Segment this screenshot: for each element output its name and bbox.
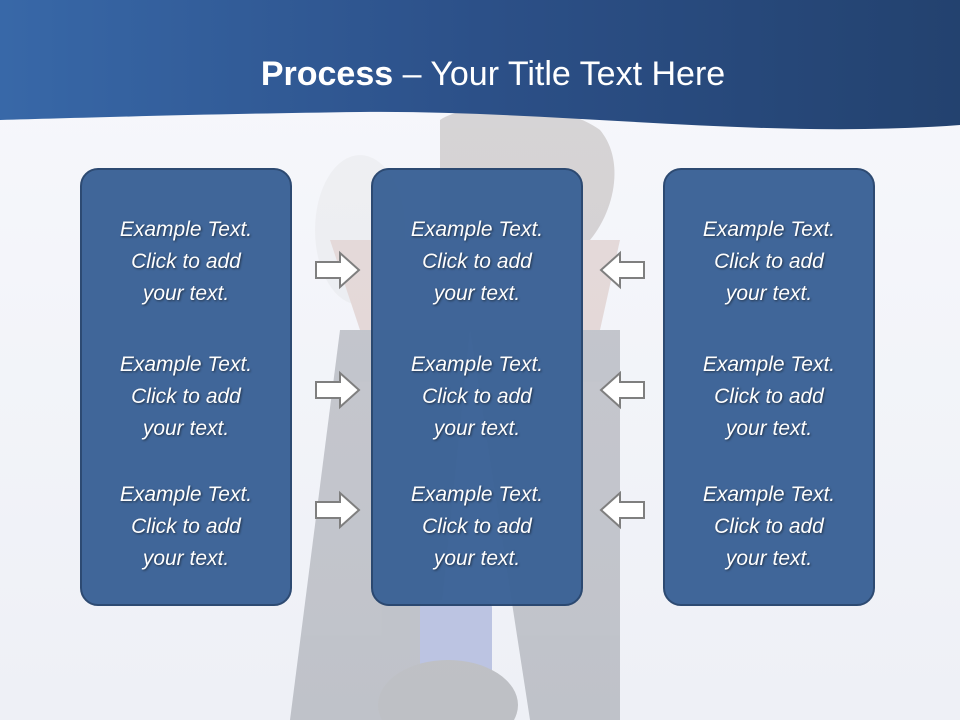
text-line: Click to add (131, 385, 241, 408)
title-separator: – (393, 55, 431, 93)
text-line: your text. (142, 417, 230, 440)
text-line: Example Text. (702, 483, 836, 506)
text-line: Example Text. (119, 353, 253, 376)
text-block[interactable]: Example Text. Click to add your text. (373, 349, 581, 445)
text-line: your text. (142, 282, 230, 305)
text-block[interactable]: Example Text. Click to add your text. (665, 214, 873, 310)
text-block[interactable]: Example Text. Click to add your text. (82, 479, 290, 575)
text-line: Click to add (714, 515, 824, 538)
process-box-center[interactable]: Example Text. Click to add your text. Ex… (371, 168, 583, 606)
text-block[interactable]: Example Text. Click to add your text. (373, 479, 581, 575)
text-line: Click to add (714, 250, 824, 273)
text-line: your text. (142, 547, 230, 570)
arrow-right-icon[interactable] (314, 490, 362, 530)
text-block[interactable]: Example Text. Click to add your text. (665, 479, 873, 575)
text-block[interactable]: Example Text. Click to add your text. (373, 214, 581, 310)
text-line: Click to add (131, 515, 241, 538)
text-line: your text. (725, 547, 813, 570)
text-line: Click to add (131, 250, 241, 273)
arrow-left-icon[interactable] (598, 490, 646, 530)
title-bold: Process (260, 55, 394, 93)
text-line: your text. (433, 282, 521, 305)
header-banner (0, 0, 960, 130)
text-line: Click to add (422, 250, 532, 273)
text-line: Example Text. (119, 218, 253, 241)
text-line: Example Text. (410, 353, 544, 376)
text-line: Example Text. (410, 483, 544, 506)
text-line: your text. (725, 282, 813, 305)
arrow-left-icon[interactable] (598, 370, 646, 410)
text-line: your text. (725, 417, 813, 440)
arrow-left-icon[interactable] (598, 250, 646, 290)
text-line: Click to add (422, 515, 532, 538)
text-line: Example Text. (702, 218, 836, 241)
text-block[interactable]: Example Text. Click to add your text. (665, 349, 873, 445)
process-box-left[interactable]: Example Text. Click to add your text. Ex… (80, 168, 292, 606)
text-line: Click to add (714, 385, 824, 408)
slide-title[interactable]: Process – Your Title Text Here (0, 52, 960, 96)
title-text: Your Title Text Here (430, 55, 726, 93)
process-box-right[interactable]: Example Text. Click to add your text. Ex… (663, 168, 875, 606)
text-line: Click to add (422, 385, 532, 408)
text-line: your text. (433, 417, 521, 440)
arrow-right-icon[interactable] (314, 370, 362, 410)
text-block[interactable]: Example Text. Click to add your text. (82, 214, 290, 310)
text-line: your text. (433, 547, 521, 570)
text-line: Example Text. (410, 218, 544, 241)
arrow-right-icon[interactable] (314, 250, 362, 290)
text-block[interactable]: Example Text. Click to add your text. (82, 349, 290, 445)
text-line: Example Text. (702, 353, 836, 376)
text-line: Example Text. (119, 483, 253, 506)
